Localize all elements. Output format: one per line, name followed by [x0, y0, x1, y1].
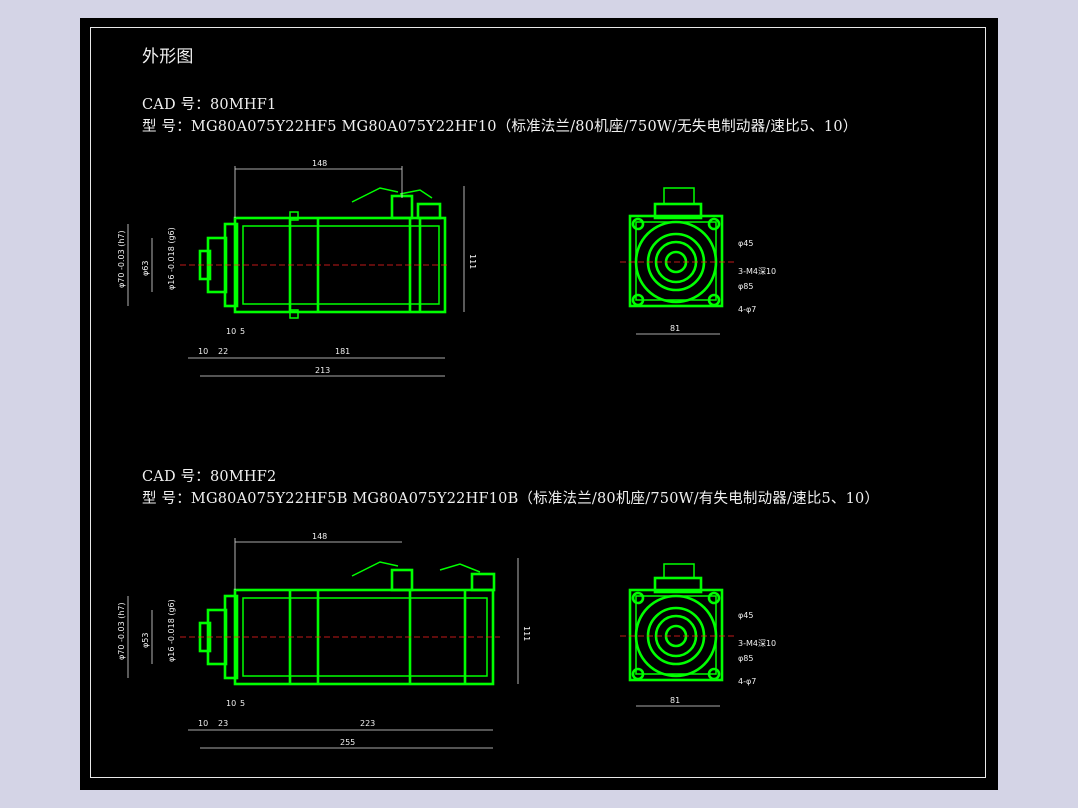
dim-sq-1: 81 — [670, 324, 680, 333]
dim-pcd-1: φ45 — [738, 239, 753, 248]
dim-mount-1: 4-φ7 — [738, 305, 756, 314]
dim-d4-2: 5 — [240, 699, 245, 708]
dim-total-2: 255 — [340, 738, 355, 747]
dim-d3-2: 10 — [226, 699, 236, 708]
motor-1-end-view — [628, 187, 724, 308]
dim-top-1: 148 — [312, 159, 327, 168]
motor-2-end-view — [628, 563, 724, 682]
drawing-sheet: 外形图 CAD 号：80MHF1 型 号：MG80A075Y22HF5 MG80… — [80, 18, 998, 790]
model-line-2: 型 号：MG80A075Y22HF5B MG80A075Y22HF10B（标准法… — [142, 491, 880, 507]
centerlines — [180, 261, 735, 638]
dim-d2-2: 23 — [218, 719, 228, 728]
dim-height-2: 111 — [522, 626, 531, 641]
model-line-1: 型 号：MG80A075Y22HF5 MG80A075Y22HF10（标准法兰/… — [142, 119, 858, 135]
dim-mount-2: 4-φ7 — [738, 677, 756, 686]
dim-holes-1: 3-M4深10 — [738, 267, 776, 276]
dim-d4-1: 5 — [240, 327, 245, 336]
motor-1-side-view — [198, 187, 447, 319]
dim-d1-1: 10 — [198, 347, 208, 356]
dim-shaft-1: φ16 -0.018 (g6) — [167, 227, 176, 290]
dim-outer-1: φ70 -0.03 (h7) — [117, 230, 126, 288]
dim-pcd-2: φ45 — [738, 611, 753, 620]
dim-flange-1: φ85 — [738, 282, 753, 291]
drawing-title: 外形图 — [142, 47, 194, 67]
dim-sq-2: 81 — [670, 696, 680, 705]
dim-height-1: 111 — [468, 254, 477, 269]
dimension-lines — [127, 166, 720, 749]
dim-d1-2: 10 — [198, 719, 208, 728]
dim-top-2: 148 — [312, 532, 327, 541]
drawing-canvas: 148 111 10 22 181 213 10 5 φ70 -0.03 (h7… — [117, 159, 776, 749]
motor-2-side-view — [198, 561, 496, 686]
dim-holes-2: 3-M4深10 — [738, 639, 776, 648]
dim-flange-2: φ85 — [738, 654, 753, 663]
dim-body-1: 181 — [335, 347, 350, 356]
cad-number-2: CAD 号：80MHF2 — [142, 469, 277, 485]
dim-mid-1: φ63 — [141, 261, 150, 276]
dim-d2-1: 22 — [218, 347, 228, 356]
dim-mid-2: φ53 — [141, 633, 150, 648]
dim-total-1: 213 — [315, 366, 330, 375]
cad-number-1: CAD 号：80MHF1 — [142, 97, 277, 113]
dim-shaft-2: φ16 -0.018 (g6) — [167, 599, 176, 662]
drawing-frame — [90, 27, 986, 778]
dim-d3-1: 10 — [226, 327, 236, 336]
dim-outer-2: φ70 -0.03 (h7) — [117, 602, 126, 660]
dim-body-2: 223 — [360, 719, 375, 728]
